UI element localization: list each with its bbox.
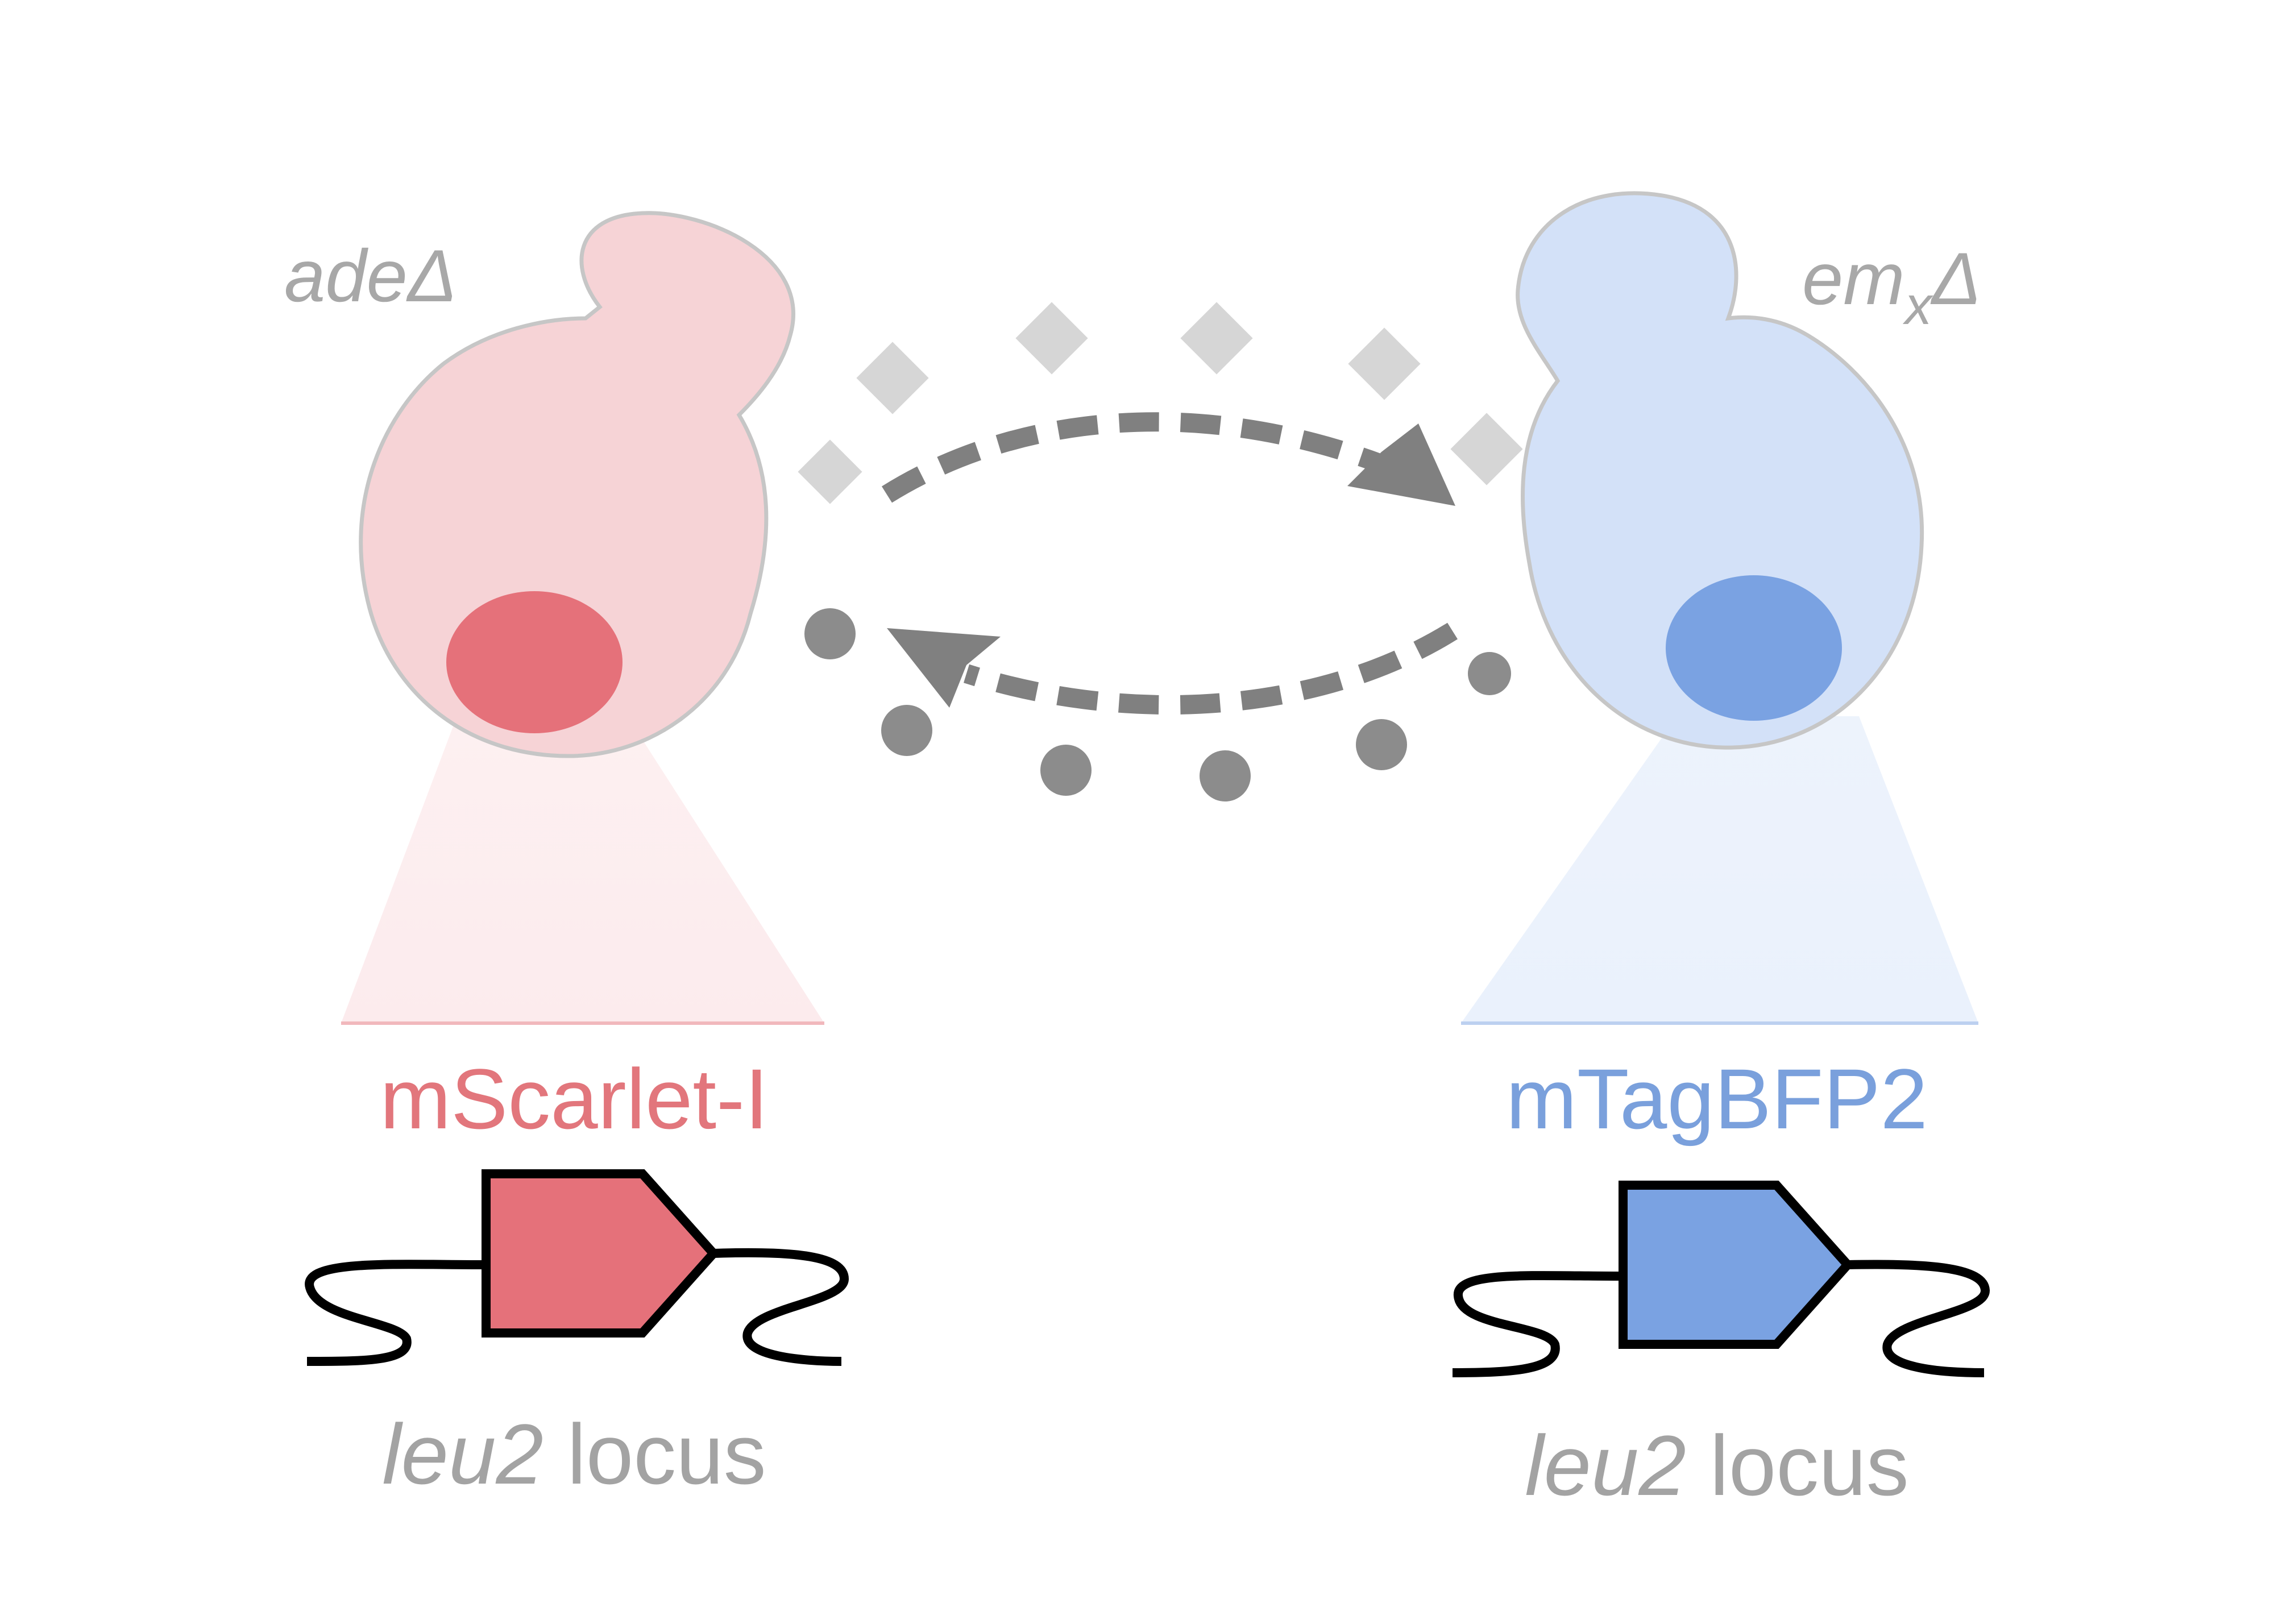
arrow-head-right [1347,423,1455,506]
arrow-right-to-left [963,622,1458,715]
diamond-metabolite [1450,413,1523,485]
right-dna-strand-right [1847,1260,1990,1377]
diamond-metabolite [856,342,929,414]
dot-metabolite [1468,652,1511,695]
left-dna-strand-left [305,1260,484,1366]
dot-metabolite [1040,745,1092,796]
dot-metabolite [1356,719,1407,770]
left-cell-group: adeΔ mScarlet-I leu2 locus [284,211,849,1502]
left-genotype-label: adeΔ [284,234,457,317]
right-genotype-label: emxΔ [1802,237,1981,336]
left-gene-cds-icon [482,1169,720,1338]
dot-metabolite [804,608,856,659]
right-expression-beam [1461,716,1978,1023]
right-gene-cds-icon [1619,1181,1854,1349]
right-nucleus [1666,575,1842,721]
diamond-metabolite [1015,302,1088,375]
arrow-head-left [887,628,1001,708]
diamond-metabolite [1348,327,1421,400]
right-gene-construct [1452,1181,1990,1377]
left-expression-beam [341,722,824,1023]
arrow-left-to-right [881,412,1425,503]
left-gene-construct [305,1169,849,1366]
left-protein-label: mScarlet-I [380,1051,768,1147]
metabolite-exchange [798,302,1523,801]
dot-metabolites [804,608,1511,801]
diamond-metabolite [1180,302,1253,375]
right-dna-strand-left [1452,1271,1621,1377]
left-locus-label: leu2 locus [382,1406,766,1502]
right-protein-label: mTagBFP2 [1506,1051,1928,1147]
right-cell-group: emxΔ mTagBFP2 leu2 locus [1452,191,1990,1513]
left-dna-strand-right [713,1248,849,1366]
dot-metabolite [1200,750,1251,801]
diamond-metabolite [798,439,862,504]
right-locus-label: leu2 locus [1525,1418,1908,1513]
left-nucleus [446,591,623,733]
dot-metabolite [881,705,932,756]
